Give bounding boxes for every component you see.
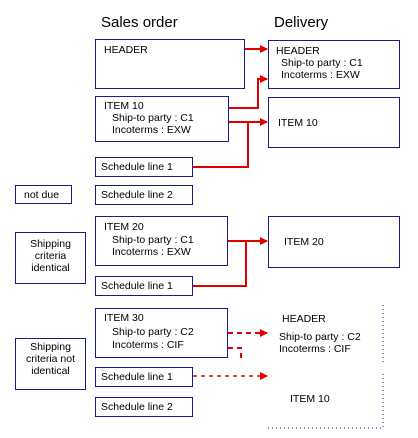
delivery-heading: Delivery: [274, 14, 329, 31]
delivery1-header-ship: Ship-to party : C1: [281, 57, 363, 69]
arrow-item30-dashed-drop: [228, 347, 242, 358]
schedule-line-item30-2: Schedule line 2: [95, 397, 193, 417]
sales-item20-box: ITEM 20 Ship-to party : C1 Incoterms : E…: [95, 216, 228, 266]
not-due-label-box: not due: [15, 185, 72, 204]
sales-order-heading: Sales order: [101, 14, 178, 31]
schedule-line-item10-2: Schedule line 2: [95, 185, 193, 205]
arrow-item10-to-delivery-header: [229, 75, 268, 109]
sales-item20-title: ITEM 20: [104, 221, 144, 233]
sales-item20-inco: Incoterms : EXW: [112, 246, 191, 258]
criteria-not-identical-label: Shipping criteria not identical: [25, 341, 76, 377]
schedule-line-item20-1: Schedule line 1: [95, 276, 193, 296]
delivery1-header-box: HEADER Ship-to party : C1 Incoterms : EX…: [268, 40, 400, 89]
schedule-line-item10-1: Schedule line 1: [95, 157, 193, 177]
delivery1-item-box: ITEM 10: [268, 97, 400, 148]
arrow-schedule-line-item20-join: [193, 241, 247, 287]
sales-item20-ship: Ship-to party : C1: [112, 234, 194, 246]
sales-header-box: HEADER: [95, 39, 245, 89]
schedule-line-label: Schedule line 2: [101, 401, 173, 413]
delivery3-header-inco: Incoterms : CIF: [279, 343, 351, 355]
not-due-label: not due: [24, 189, 60, 201]
delivery2-item-box: ITEM 20: [268, 216, 400, 268]
arrow-schedule-line-1-join: [193, 122, 249, 168]
delivery3-header-title: HEADER: [282, 313, 326, 325]
delivery3-item-label: ITEM 10: [290, 393, 330, 405]
sales-item10-box: ITEM 10 Ship-to party : C1 Incoterms : E…: [95, 96, 229, 142]
sales-item10-ship: Ship-to party : C1: [112, 112, 194, 124]
sales-item30-inco: Incoterms : CIF: [112, 339, 184, 351]
delivery3-header-ship: Ship-to party : C2: [279, 331, 361, 343]
schedule-line-label: Schedule line 1: [101, 371, 173, 383]
schedule-line-label: Schedule line 2: [101, 189, 173, 201]
schedule-line-item30-1: Schedule line 1: [95, 367, 193, 387]
schedule-line-label: Schedule line 1: [101, 161, 173, 173]
criteria-identical-box: Shipping criteria identical: [15, 232, 86, 284]
delivery2-item-label: ITEM 20: [284, 236, 324, 248]
criteria-not-identical-box: Shipping criteria not identical: [15, 338, 86, 390]
sales-item10-inco: Incoterms : EXW: [112, 124, 191, 136]
sales-item10-title: ITEM 10: [104, 100, 144, 112]
delivery1-header-title: HEADER: [276, 45, 320, 57]
sales-item30-title: ITEM 30: [104, 312, 144, 324]
sales-item30-box: ITEM 30 Ship-to party : C2 Incoterms : C…: [95, 308, 228, 358]
criteria-identical-label: Shipping criteria identical: [30, 238, 71, 274]
sales-item30-ship: Ship-to party : C2: [112, 326, 194, 338]
schedule-line-label: Schedule line 1: [101, 280, 173, 292]
delivery1-item-label: ITEM 10: [278, 117, 318, 129]
sales-header-label: HEADER: [104, 44, 148, 56]
delivery1-header-inco: Incoterms : EXW: [281, 69, 360, 81]
